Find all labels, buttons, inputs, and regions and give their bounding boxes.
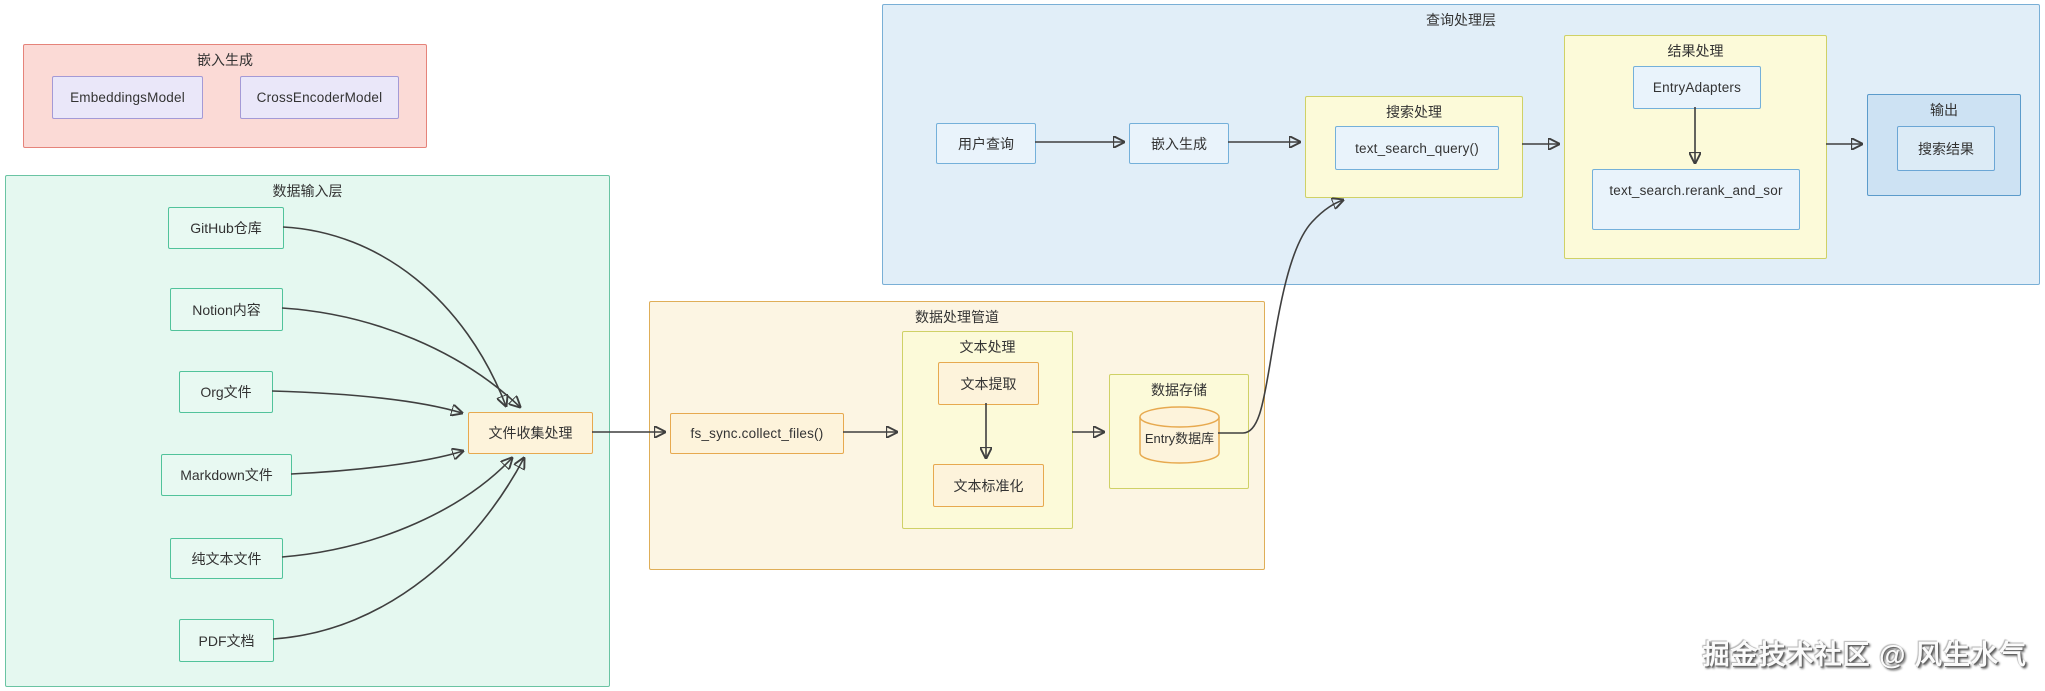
node-cross-encoder-model: CrossEncoderModel: [240, 76, 399, 119]
node-collect-files-fn: fs_sync.collect_files(): [670, 413, 844, 454]
group-text-processing: 文本处理 文本提取 文本标准化: [902, 331, 1073, 529]
group-result-processing: 结果处理 EntryAdapters text_search.rerank_an…: [1564, 35, 1827, 259]
group-data-pipeline: 数据处理管道 fs_sync.collect_files() 文本处理 文本提取…: [649, 301, 1265, 570]
node-text-search-query-fn: text_search_query(): [1335, 126, 1499, 170]
node-entry-adapters: EntryAdapters: [1633, 66, 1761, 109]
group-data-input-layer: 数据输入层 GitHub仓库 Notion内容 Org文件 Markdown文件…: [5, 175, 610, 687]
node-rerank-fn: text_search.rerank_and_sor: [1592, 169, 1800, 230]
group-output-title: 输出: [1930, 102, 1958, 118]
node-user-query: 用户查询: [936, 123, 1036, 164]
group-output: 输出 搜索结果: [1867, 94, 2021, 196]
group-query-title: 查询处理层: [1426, 12, 1496, 28]
group-data-storage: 数据存储 Entry数据库: [1109, 374, 1249, 489]
group-query-layer: 查询处理层 用户查询 嵌入生成 搜索处理 text_search_query()…: [882, 4, 2040, 285]
group-results-title: 结果处理: [1667, 43, 1724, 59]
node-github-repo: GitHub仓库: [168, 207, 284, 249]
node-org-files: Org文件: [179, 371, 273, 413]
node-entry-database: Entry数据库: [1139, 406, 1220, 464]
node-notion-content: Notion内容: [170, 288, 283, 331]
node-search-results: 搜索结果: [1897, 126, 1995, 171]
group-embedding-title: 嵌入生成: [197, 52, 253, 68]
node-text-extract: 文本提取: [938, 362, 1039, 405]
node-embeddings-model: EmbeddingsModel: [52, 76, 203, 119]
node-file-collector: 文件收集处理: [468, 412, 593, 454]
node-markdown-files: Markdown文件: [161, 454, 292, 496]
database-cylinder-icon: [1139, 406, 1220, 464]
group-storage-title: 数据存储: [1151, 382, 1207, 398]
node-plaintext-files: 纯文本文件: [170, 538, 283, 579]
node-embedding-generation: 嵌入生成: [1129, 123, 1229, 164]
group-input-title: 数据输入层: [272, 183, 343, 199]
group-search-title: 搜索处理: [1386, 104, 1442, 120]
group-search-processing: 搜索处理 text_search_query(): [1305, 96, 1523, 198]
node-pdf-docs: PDF文档: [179, 619, 274, 662]
group-text-processing-title: 文本处理: [959, 339, 1016, 355]
watermark: 掘金技术社区 @ 风生水气: [1702, 640, 2027, 670]
entry-database-label: Entry数据库: [1144, 431, 1215, 446]
group-pipeline-title: 数据处理管道: [915, 309, 999, 325]
group-embedding-generation: 嵌入生成 EmbeddingsModel CrossEncoderModel: [23, 44, 427, 148]
node-text-normalize: 文本标准化: [933, 464, 1044, 507]
